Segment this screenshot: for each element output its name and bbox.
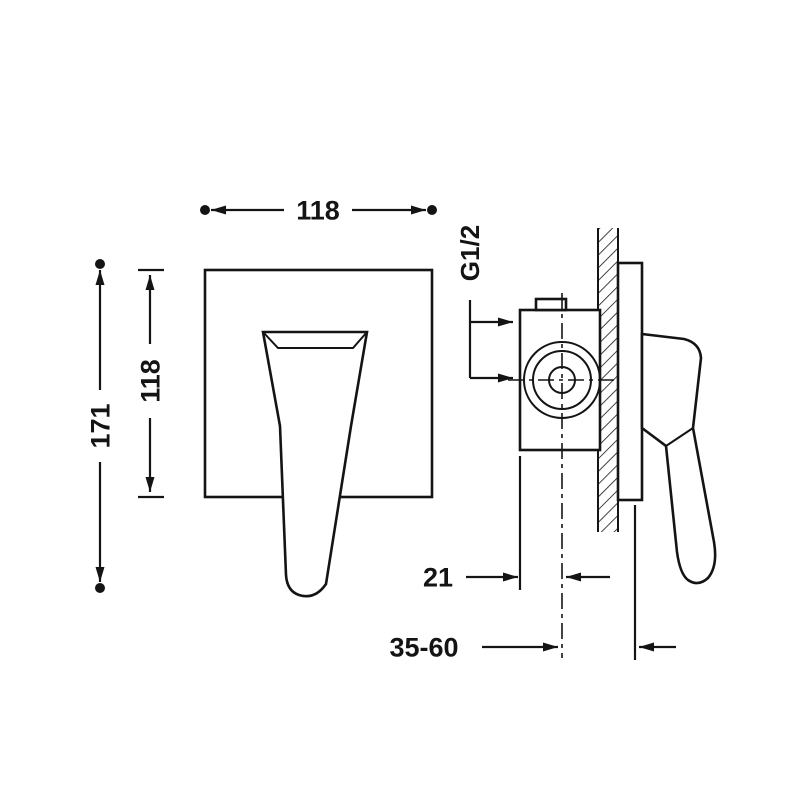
- dim-plate-height-label: 118: [135, 359, 165, 403]
- dim-plate-width-label: 118: [296, 195, 340, 225]
- front-view: [203, 268, 434, 598]
- dim-plate-height: 118: [135, 268, 165, 499]
- lever-front-bevel: [262, 331, 368, 349]
- dim-overall-height: 171: [85, 259, 115, 593]
- thread-callout: G1/2: [455, 225, 513, 383]
- dim-overall-height-label: 171: [85, 403, 115, 448]
- lever-side-edge: [665, 427, 694, 447]
- lever-front: [261, 330, 369, 598]
- lever-side: [640, 332, 717, 585]
- dim-depth-offset: 21: [423, 456, 610, 592]
- dim-installation-depth-label: 35-60: [389, 632, 458, 662]
- side-view: [508, 228, 717, 658]
- cover-plate-side: [616, 261, 644, 502]
- mixer-body-top-port: [534, 297, 568, 312]
- dim-installation-depth: 35-60: [389, 505, 676, 662]
- dim-depth-offset-label: 21: [423, 562, 453, 592]
- thread-label: G1/2: [455, 225, 485, 281]
- dim-plate-width: 118: [200, 195, 437, 225]
